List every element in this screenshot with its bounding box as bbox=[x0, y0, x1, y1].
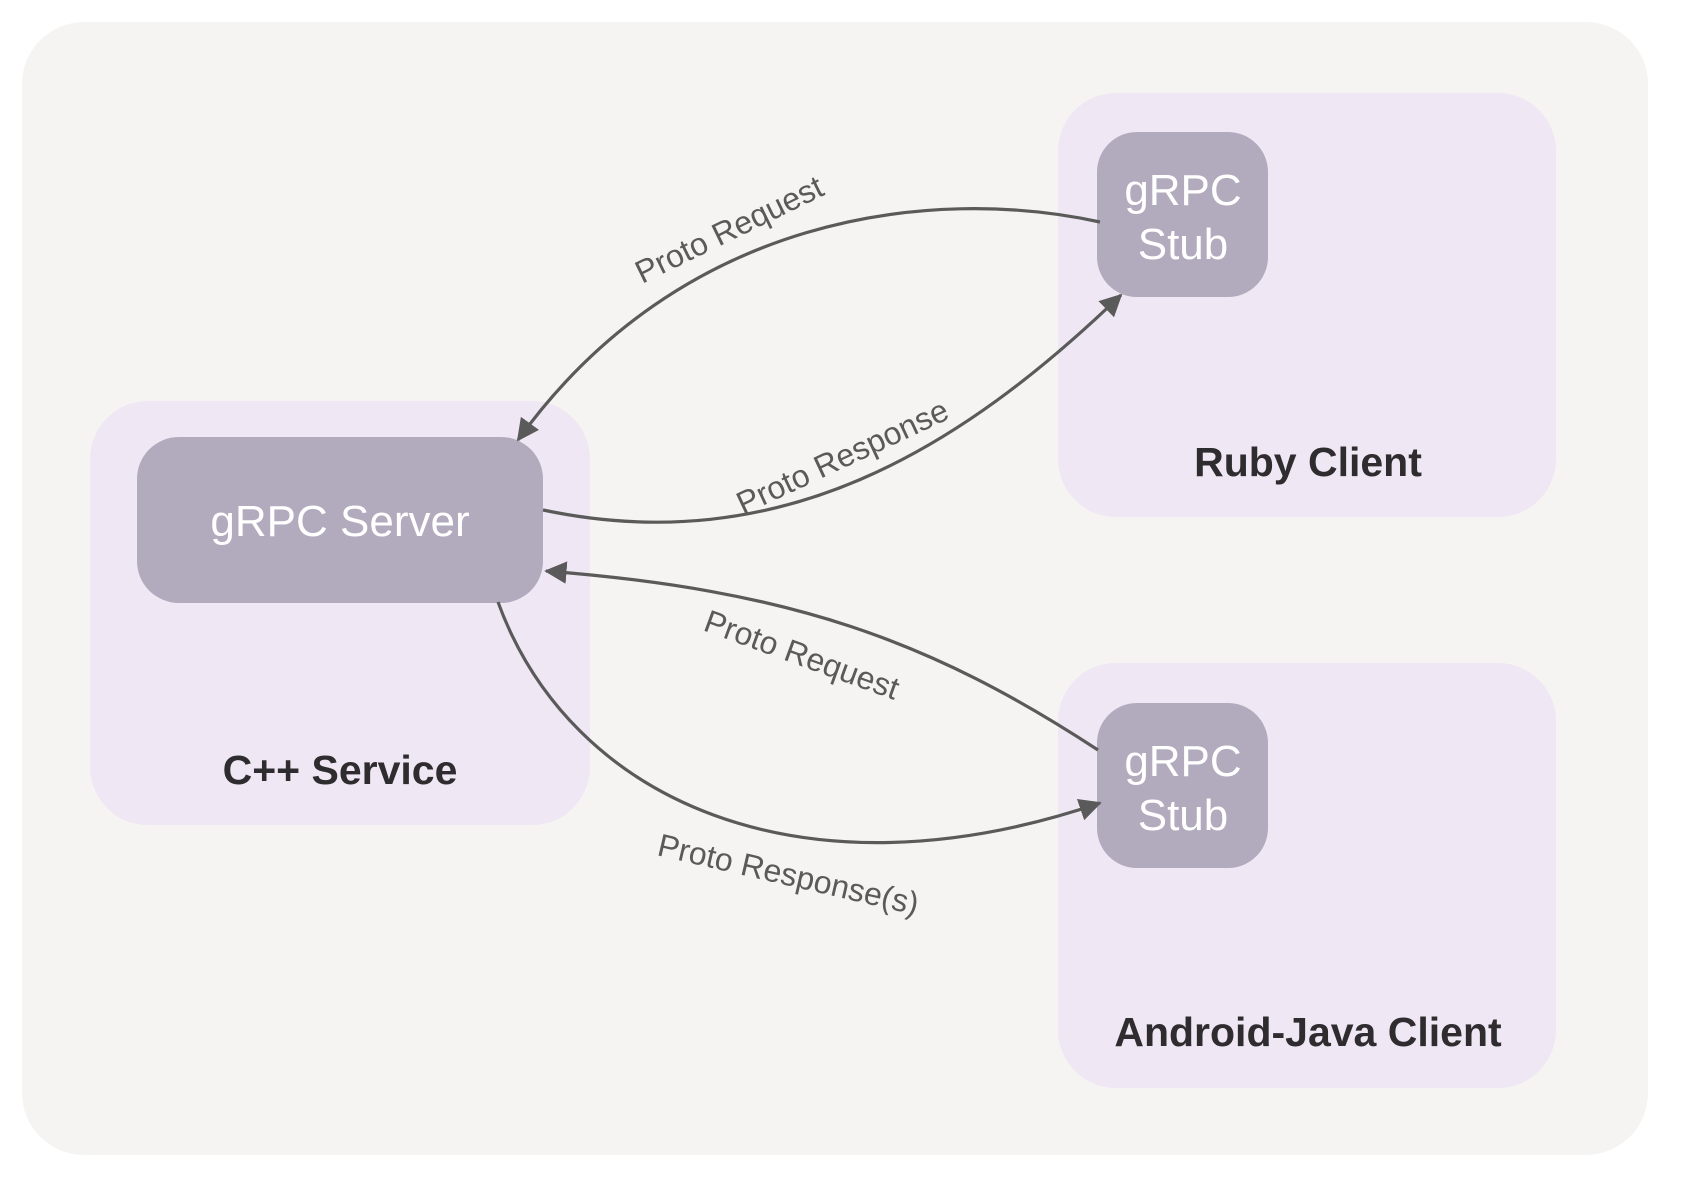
node-ruby-grpc-stub[interactable]: gRPC Stub bbox=[1097, 132, 1268, 297]
node-android-grpc-stub[interactable]: gRPC Stub bbox=[1097, 703, 1268, 868]
group-label-android-java-client: Android-Java Client bbox=[1114, 1009, 1502, 1055]
node-label-line-2: Stub bbox=[1138, 220, 1229, 269]
node-box[interactable] bbox=[1097, 703, 1268, 868]
edge-android-response-arrow bbox=[496, 601, 1102, 845]
edge-ruby-request-arrow bbox=[516, 207, 1101, 442]
group-label-cpp-service: C++ Service bbox=[223, 747, 458, 793]
node-grpc-server[interactable]: gRPC Server bbox=[137, 437, 543, 603]
node-label-line-1: gRPC bbox=[1124, 166, 1241, 215]
node-box[interactable] bbox=[1097, 132, 1268, 297]
group-label-ruby-client: Ruby Client bbox=[1194, 439, 1422, 485]
node-label-grpc-server: gRPC Server bbox=[210, 497, 469, 546]
edge-ruby-response-arrow bbox=[542, 293, 1123, 524]
node-box[interactable] bbox=[137, 437, 543, 603]
node-label-line-2: Stub bbox=[1138, 791, 1229, 840]
node-label-line-1: gRPC bbox=[1124, 737, 1241, 786]
edge-android-request-arrow bbox=[544, 561, 1099, 752]
